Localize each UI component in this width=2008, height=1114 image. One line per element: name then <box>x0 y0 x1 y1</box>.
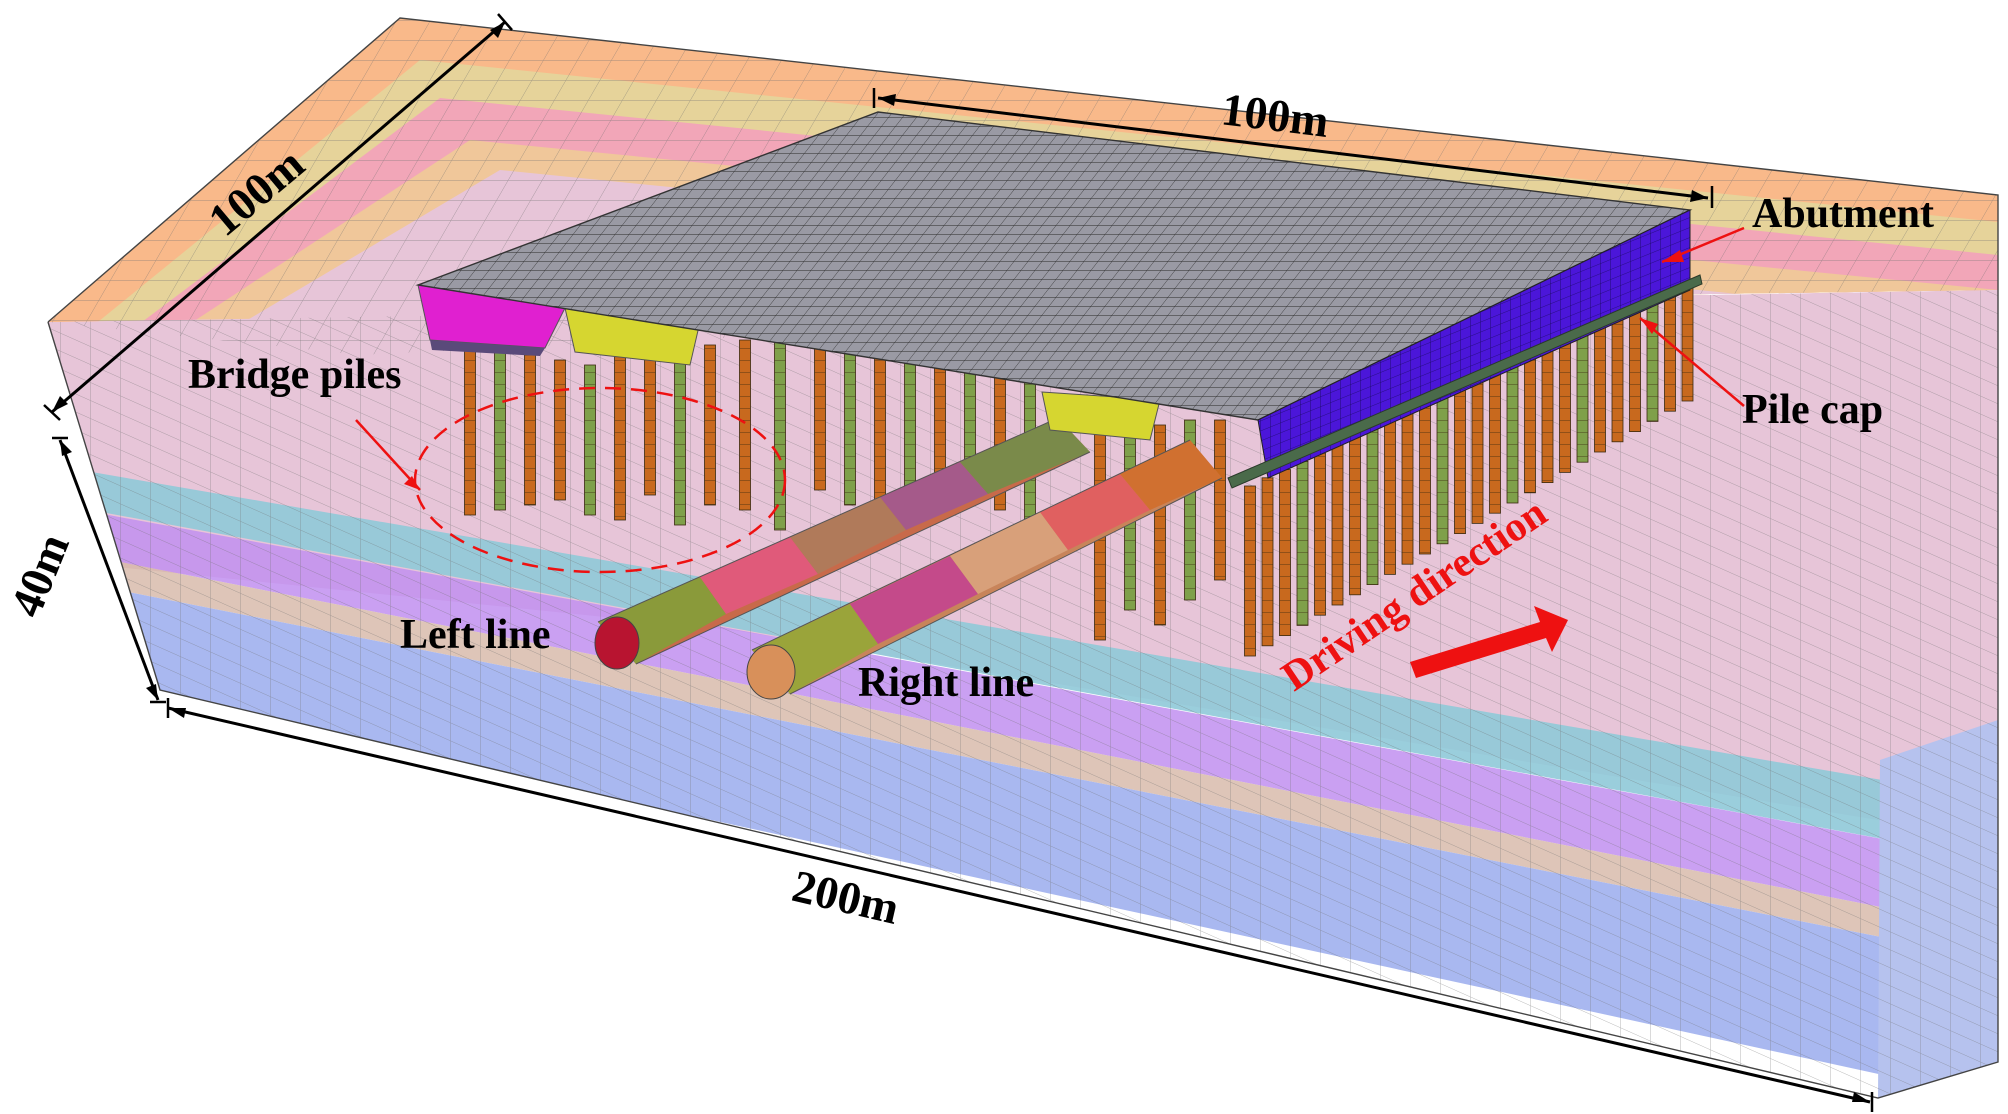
bottom-length-label: 200m <box>788 860 904 934</box>
bridge-pile-right-13-mesh <box>1472 379 1483 524</box>
annotation-arrowheads <box>404 250 1684 490</box>
bridge-pile-mid-11-mesh <box>1184 420 1196 600</box>
tunnels-group <box>594 417 1223 700</box>
bridge-pile-right-14-mesh <box>1489 371 1501 514</box>
bridge-pile-right-17-mesh <box>1542 346 1553 483</box>
right-tunnel <box>746 439 1223 700</box>
right-line-label: Right line <box>858 660 1034 706</box>
left-abutment <box>417 284 566 356</box>
abutment-label: Abutment <box>1752 191 1934 237</box>
bridge-pile-mid-10-mesh <box>1154 425 1166 625</box>
bridge-pile-right-19-mesh <box>1577 330 1588 463</box>
bridge-pile-right-1-mesh <box>1262 477 1273 646</box>
bridge-pile-right-5-mesh <box>1332 445 1343 605</box>
bridge-deck <box>415 111 1693 421</box>
bridge-pile-right-22-mesh <box>1629 305 1641 432</box>
driving-direction-arrow <box>1410 606 1568 678</box>
bridge-pile-left-3-mesh <box>554 360 566 500</box>
height-label: 40m <box>0 526 79 623</box>
soil-box-outline <box>47 17 1999 1099</box>
bridge-pile-left-9-mesh <box>739 340 751 510</box>
bridge-piles-highlight <box>413 386 787 574</box>
left-line-label: Left line <box>400 612 550 658</box>
bridge-pile-right-25-mesh <box>1682 281 1693 401</box>
bridge-pile-mid-4-mesh <box>934 345 946 505</box>
bridge-pile-left-1-mesh <box>494 350 506 510</box>
bridge-pile-right-9-mesh <box>1402 412 1413 565</box>
bridge-pile-right-0-mesh <box>1244 486 1256 656</box>
bridge-piles-pointer <box>355 419 421 491</box>
bridge-pile-right-7-mesh <box>1367 428 1378 585</box>
bridge-pile-mid-6-mesh <box>994 360 1006 510</box>
bridge-pile-left-0-mesh <box>464 345 476 515</box>
bridge-pile-left-7-mesh <box>674 350 686 525</box>
bridge-pile-left-10-mesh <box>774 340 786 530</box>
bridge-pile-left-4-mesh <box>584 365 596 515</box>
bridge-pile-left-6-mesh <box>644 345 656 495</box>
bridge-pile-mid-2-mesh <box>874 350 886 520</box>
bridge-pile-right-11-mesh <box>1437 395 1448 544</box>
dimension-arrowheads <box>52 22 1870 1102</box>
left-tunnel <box>594 417 1091 670</box>
bridge-pile-right-2-mesh <box>1279 469 1291 636</box>
bridge-pile-mid-1-mesh <box>844 345 856 505</box>
bridge-pile-right-10-mesh <box>1419 404 1431 554</box>
bridge-pile-right-23-mesh <box>1647 297 1658 422</box>
pile-cap-pointer <box>1639 317 1745 407</box>
bridge-pile-right-20-mesh <box>1594 322 1606 452</box>
bridge-pile-right-6-mesh <box>1349 436 1361 595</box>
bridge-pile-right-15-mesh <box>1507 363 1518 503</box>
bridge-pile-mid-12-mesh <box>1214 420 1226 580</box>
bridge-pile-left-2-mesh <box>524 355 536 505</box>
bridge-pile-right-21-mesh <box>1612 313 1623 442</box>
bridge-pile-right-4-mesh <box>1314 453 1326 616</box>
bridge-pile-mid-3-mesh <box>904 355 916 495</box>
bridge-pile-right-24-mesh <box>1664 289 1676 412</box>
bridge-pile-left-8-mesh <box>704 345 716 505</box>
bridge-pile-right-12-mesh <box>1454 387 1466 534</box>
bridge-pile-right-18-mesh <box>1559 338 1571 473</box>
bridge-pile-mid-0-mesh <box>814 340 826 490</box>
bridge-pile-right-16-mesh <box>1524 354 1536 493</box>
bridge-pile-right-8-mesh <box>1384 420 1396 575</box>
bridge-piles-label: Bridge piles <box>188 352 402 398</box>
bridge-pile-right-3-mesh <box>1297 461 1308 626</box>
right-abutment <box>1227 209 1703 489</box>
pile-cap-label: Pile cap <box>1742 387 1883 433</box>
bridge-pile-left-5-mesh <box>614 350 626 520</box>
bridge-pile-mid-5-mesh <box>964 350 976 500</box>
dimension-lines <box>43 13 1874 1112</box>
